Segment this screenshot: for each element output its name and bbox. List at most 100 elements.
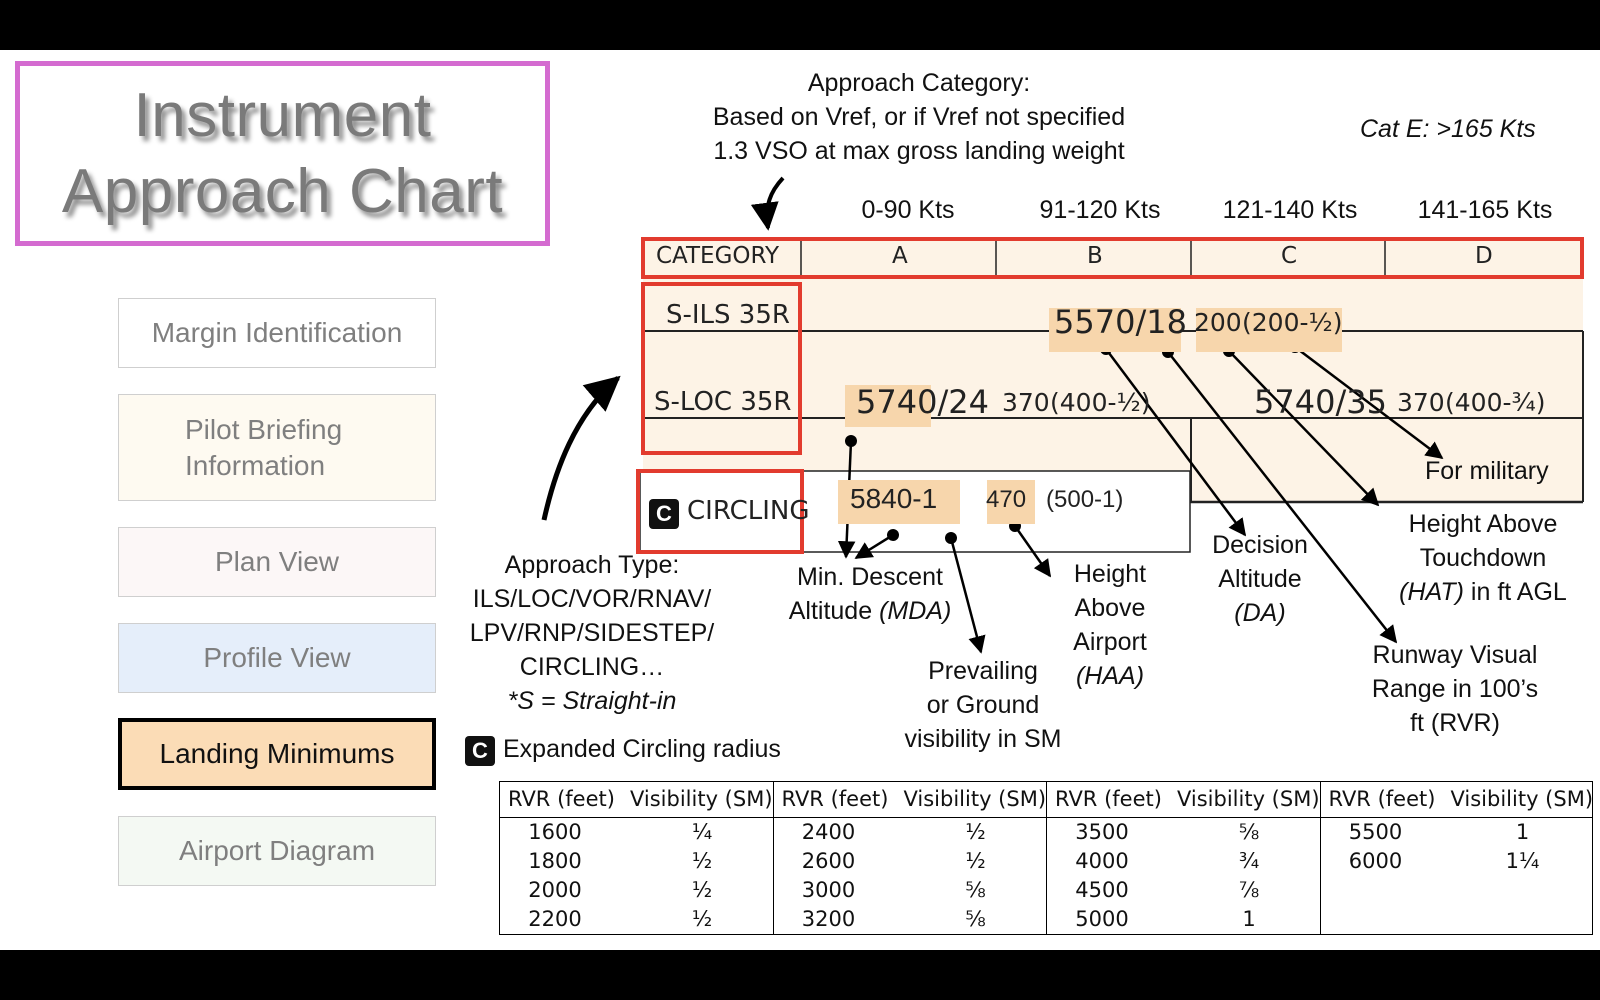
nav-airport-diagram[interactable]: Airport Diagram [118,816,436,886]
straight-in-note: *S = Straight-in [507,687,677,715]
rvr-header-rvr: RVR (feet) [508,787,615,811]
speed-b: 91-120 Kts [1039,196,1161,224]
rvr-note: Runway Visual Range in 100’s ft (RVR) [1350,638,1560,740]
circling-military: (500-1) [1046,486,1124,513]
nav-margin-identification[interactable]: Margin Identification [118,298,436,368]
rvr-value: 5500 [1348,820,1403,844]
rvr-value: 1600 [528,820,582,844]
haa-note: Height Above Airport (HAA) [1050,557,1170,693]
visibility-value: ½ [965,849,986,873]
category-c: C [1281,243,1298,269]
mda-abbrev: (MDA) [879,597,952,625]
rvr-col-divider-2 [1046,782,1047,934]
visibility-value: 1 [1515,820,1530,844]
mda-note: Min. Descent Altitude (MDA) [770,560,970,628]
approach-type-line-2: ILS/LOC/VOR/RNAV/ [472,585,712,613]
category-d: D [1475,243,1493,269]
rvr-value: 2400 [801,820,856,844]
cat-e-note: Cat E: >165 Kts [1360,115,1536,143]
loc-cd-military: (400-¾) [1445,388,1546,417]
visibility-value: ¾ [1238,849,1260,873]
visibility-line-2: or Ground [926,691,1040,719]
ils-da-vis: 5570/18 [1054,303,1187,341]
rvr-value: 4000 [1075,849,1129,873]
approach-category-line-2: Based on Vref, or if Vref not specified [712,103,1126,131]
mda-line-2: Altitude [788,597,880,625]
haa-abbrev: (HAA) [1075,662,1145,690]
loc-ab-hat: 370 [1002,388,1050,417]
rvr-line-2: Range in 100’s [1371,675,1539,703]
approach-category-line-3: 1.3 VSO at max gross landing weight [713,137,1125,165]
loc-name: S-LOC 35R [654,387,792,417]
expanded-circling-note: Expanded Circling radius [503,735,781,763]
rvr-header-visibility: Visibility (SM) [1177,787,1320,811]
approach-type-line-4: CIRCLING… [519,653,665,681]
hat-unit: in ft AGL [1463,578,1567,606]
expanded-circling-badge-icon: C [465,736,495,766]
circling-mda-vis: 5840-1 [850,483,938,514]
visibility-line-1: Prevailing [928,657,1038,685]
visibility-value: 1 [1242,907,1256,931]
circling-haa: 470 [986,486,1027,513]
title-line-1: Instrument [133,80,432,150]
highlight-circling-haa [987,480,1035,524]
category-a: A [892,243,908,269]
visibility-line-3: visibility in SM [904,725,1062,753]
loc-ab-mda-vis: 5740/24 [856,383,989,421]
rvr-header-rvr: RVR (feet) [781,787,889,811]
rvr-line-1: Runway Visual [1372,641,1538,669]
visibility-value: 1¼ [1505,849,1540,873]
rvr-line-3: ft (RVR) [1410,709,1500,737]
rvr-value: 2000 [528,878,582,902]
rvr-header-rvr: RVR (feet) [1328,787,1436,811]
approach-category-line-1: Approach Category: [807,69,1031,97]
highlight-circling-mda [838,480,960,524]
da-note: Decision Altitude (DA) [1195,528,1325,630]
rvr-col-divider-1 [773,782,774,934]
visibility-value: ⅝ [965,878,986,902]
rvr-value: 3200 [801,907,856,931]
category-label: CATEGORY [656,243,780,269]
circling-name: CIRCLING [687,496,810,526]
visibility-note: Prevailing or Ground visibility in SM [888,654,1078,756]
nav-pilot-briefing[interactable]: Pilot Briefing Information [118,394,436,501]
visibility-value: ½ [691,878,713,902]
ils-military: (200-½) [1242,308,1343,337]
approach-type-line-1: Approach Type: [504,551,680,579]
rvr-col-divider-3 [1320,782,1321,934]
ils-name: S-ILS 35R [666,300,790,330]
da-line-1: Decision [1212,531,1308,559]
loc-ab-military: (400-½) [1050,388,1151,417]
approach-category-note: Approach Category: Based on Vref, or if … [658,66,1180,168]
highlight-ils-hat [1196,308,1342,352]
nav-plan-view[interactable]: Plan View [118,527,436,597]
nav-profile-view[interactable]: Profile View [118,623,436,693]
highlight-ils-da [1049,308,1181,352]
rvr-value: 3000 [801,878,856,902]
da-line-2: Altitude [1218,565,1302,593]
visibility-value: ⅝ [1238,820,1260,844]
highlight-loc-mda [845,385,931,427]
approach-type-note: Approach Type: ILS/LOC/VOR/RNAV/ LPV/RNP… [452,548,732,718]
speed-c: 121-140 Kts [1222,196,1358,224]
hat-note: Height Above Touchdown (HAT) in ft AGL [1378,507,1588,609]
visibility-value: ½ [691,907,713,931]
rvr-header-rvr: RVR (feet) [1055,787,1162,811]
rvr-value: 2600 [801,849,856,873]
ils-hat: 200 [1194,308,1242,337]
title-box: Instrument Approach Chart [15,61,550,246]
nav-landing-minimums[interactable]: Landing Minimums [118,718,436,790]
title-line-2: Approach Chart [61,156,504,226]
mda-line-1: Min. Descent [797,563,943,591]
speed-d: 141-165 Kts [1417,196,1553,224]
rvr-value: 1800 [528,849,582,873]
visibility-value: ⅝ [965,907,986,931]
rvr-value: 2200 [528,907,582,931]
visibility-value: ⅞ [1238,878,1260,902]
rvr-header-visibility: Visibility (SM) [1450,787,1594,811]
loc-cd-hat: 370 [1397,388,1445,417]
speed-a: 0-90 Kts [861,196,955,224]
approach-type-line-3: LPV/RNP/SIDESTEP/ [469,619,715,647]
hat-line-1: Height Above [1408,510,1558,538]
